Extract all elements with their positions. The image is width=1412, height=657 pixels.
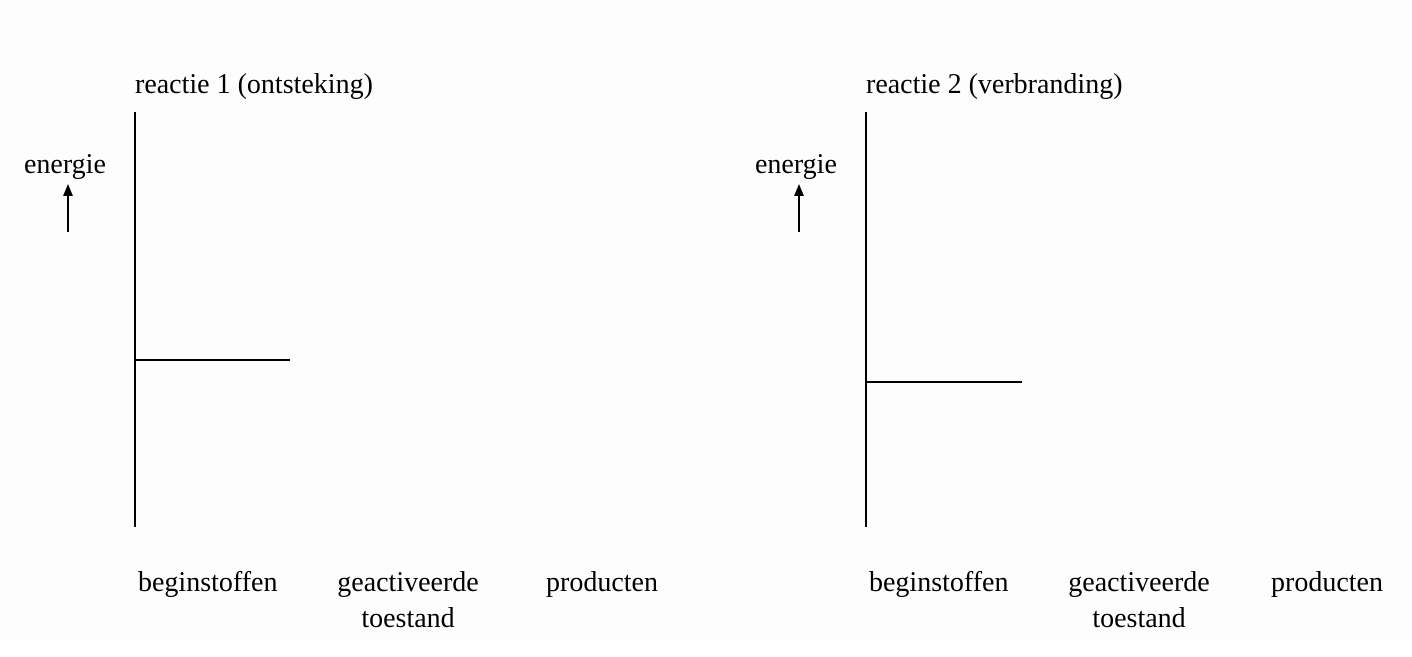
y-axis-label: energie <box>755 149 837 180</box>
up-arrow-icon <box>63 184 73 232</box>
beginstoffen-energy-level <box>135 359 290 361</box>
x-label-beginstoffen: beginstoffen <box>138 567 278 598</box>
energy-axis <box>134 112 136 527</box>
energy-diagram-reactie-2: reactie 2 (verbranding) energie beginsto… <box>731 0 1412 640</box>
beginstoffen-energy-level <box>866 381 1022 383</box>
x-label-geactiveerde: geactiveerde <box>1068 567 1210 598</box>
x-label-producten: producten <box>1271 567 1383 598</box>
diagram-canvas: reactie 1 (ontsteking) energie beginstof… <box>0 0 1412 640</box>
y-axis-label: energie <box>24 149 106 180</box>
diagram-title: reactie 2 (verbranding) <box>866 69 1123 100</box>
energy-diagram-reactie-1: reactie 1 (ontsteking) energie beginstof… <box>0 0 706 640</box>
x-label-geactiveerde: geactiveerde <box>337 567 479 598</box>
up-arrow-icon <box>794 184 804 232</box>
energy-axis <box>865 112 867 527</box>
x-label-producten: producten <box>546 567 658 598</box>
diagram-title: reactie 1 (ontsteking) <box>135 69 373 100</box>
x-label-toestand: toestand <box>1092 603 1186 634</box>
x-label-toestand: toestand <box>361 603 455 634</box>
x-label-beginstoffen: beginstoffen <box>869 567 1009 598</box>
